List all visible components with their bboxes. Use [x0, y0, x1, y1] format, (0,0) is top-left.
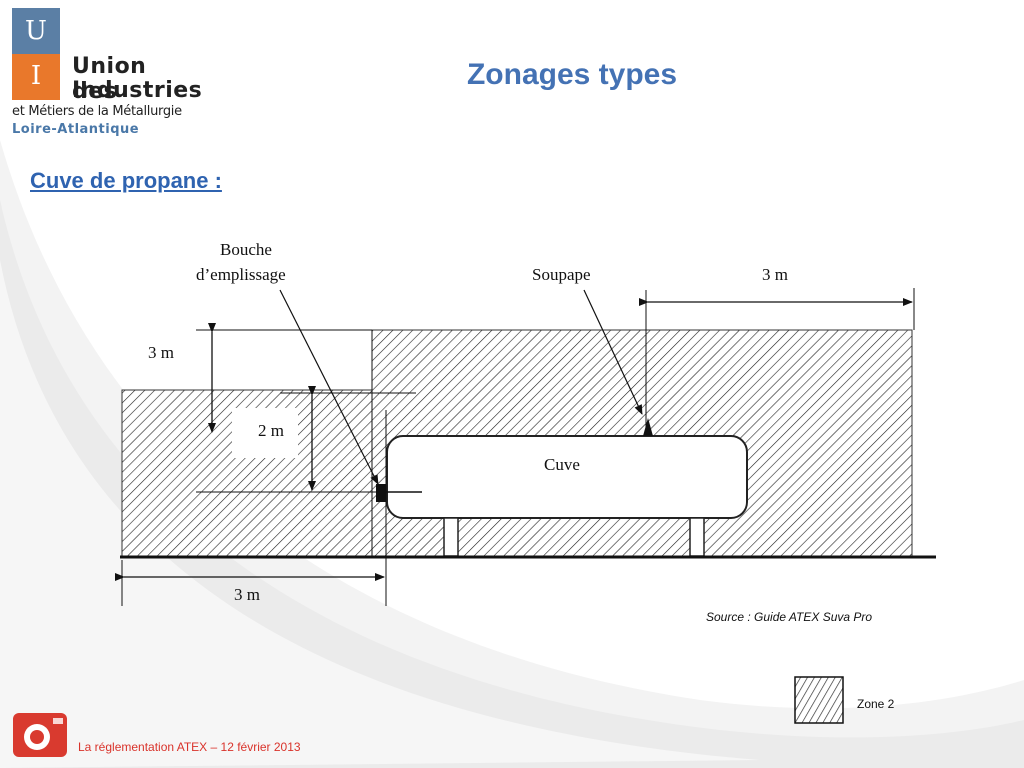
label-window-2m: [232, 408, 298, 458]
logo-text-industries: Industries: [72, 78, 203, 103]
label-bouche-line2: d’emplissage: [196, 265, 286, 284]
label-dim-inner-height: 2 m: [258, 421, 284, 440]
source-caption: Source : Guide ATEX Suva Pro: [706, 610, 873, 624]
atex-footer-icon: [13, 713, 67, 757]
footer-text: La réglementation ATEX – 12 février 2013: [78, 740, 301, 754]
label-cuve: Cuve: [544, 455, 580, 474]
label-dim-left-height: 3 m: [148, 343, 174, 362]
tank-leg-right: [689, 517, 705, 557]
logo-letter-u: U: [12, 8, 60, 54]
tank-leg-left: [443, 517, 459, 557]
zone-2-legend-swatch: [794, 676, 844, 724]
logo-text-union: Union des: [72, 54, 147, 104]
fill-nozzle: [376, 484, 386, 502]
leader-bouche: [279, 289, 379, 485]
label-dim-bottom: 3 m: [234, 585, 260, 604]
label-bouche-line1: Bouche: [220, 240, 272, 259]
uimm-logo: U I Union des Industries et Métiers de l…: [12, 8, 202, 142]
tank-cuve: [386, 435, 748, 519]
logo-text-metiers: et Métiers de la Métallurgie: [12, 104, 182, 119]
label-dim-top-right: 3 m: [762, 265, 788, 284]
zone-2-legend-label: Zone 2: [857, 697, 895, 711]
leader-soupape: [583, 289, 643, 415]
label-soupape: Soupape: [532, 265, 591, 284]
slide-subtitle: Cuve de propane :: [30, 168, 222, 193]
logo-text-region: Loire-Atlantique: [12, 122, 140, 137]
logo-letter-i: I: [12, 54, 60, 100]
slide-title: Zonages types: [466, 58, 678, 91]
